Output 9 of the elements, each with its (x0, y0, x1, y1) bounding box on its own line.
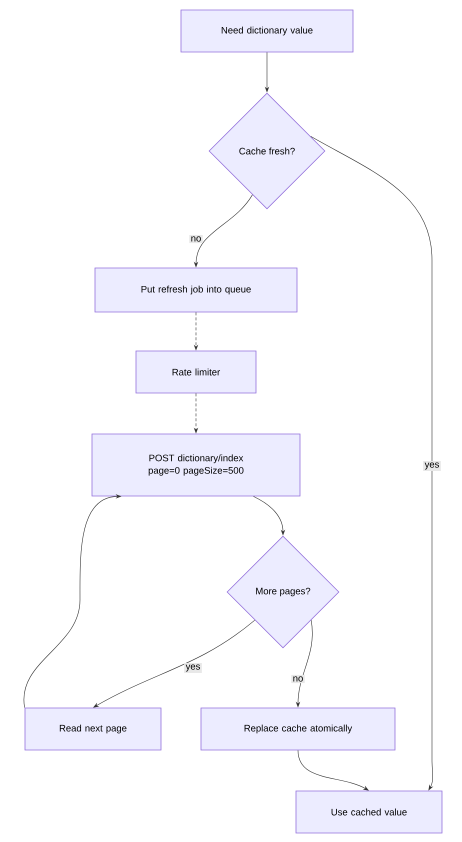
process-box: Put refresh job into queue (94, 268, 298, 312)
process-box: Rate limiter (136, 350, 256, 394)
edge-label: yes (423, 460, 441, 472)
process-box: Need dictionary value (180, 10, 354, 52)
process-box: Read next page (24, 708, 162, 750)
edge-label: yes (184, 662, 202, 674)
process-box: Replace cache atomically (200, 708, 396, 750)
process-box: POST dictionary/index page=0 pageSize=500 (92, 434, 300, 496)
process-box: Use cached value (296, 790, 442, 834)
